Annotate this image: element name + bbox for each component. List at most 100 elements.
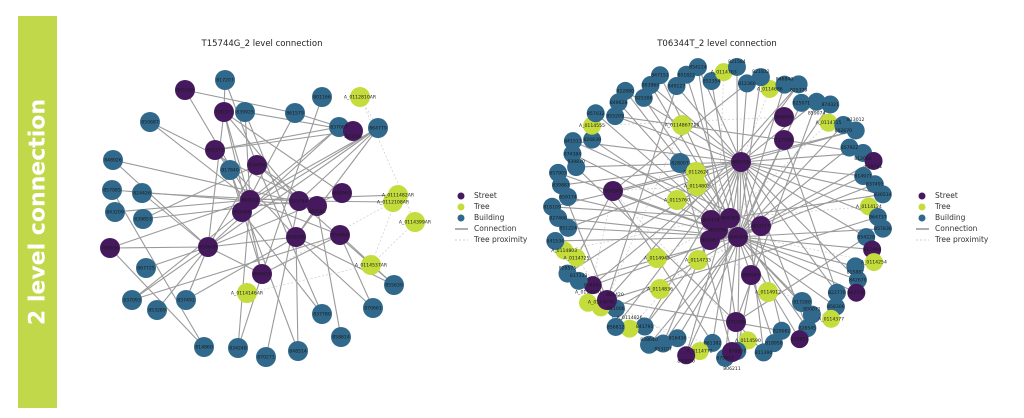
building-node-circle[interactable] [688, 58, 707, 77]
building-node-circle[interactable] [312, 304, 332, 324]
building-node-circle[interactable] [549, 163, 568, 182]
building-node-circle[interactable] [737, 74, 756, 93]
building-node-circle[interactable] [727, 57, 746, 76]
street-node-circle[interactable] [741, 265, 761, 285]
street-node-circle[interactable] [722, 342, 742, 362]
street-node-circle[interactable] [583, 276, 602, 295]
building-node-circle[interactable] [102, 180, 122, 200]
building-node-circle[interactable] [789, 75, 808, 94]
building-node-circle[interactable] [105, 202, 125, 222]
building-node-circle[interactable] [668, 329, 687, 348]
street-node-circle[interactable] [252, 264, 272, 284]
tree-node-circle[interactable] [688, 250, 708, 270]
street-node-circle[interactable] [726, 312, 746, 332]
street-node-circle[interactable] [343, 121, 363, 141]
building-node-circle[interactable] [703, 333, 722, 352]
building-node-circle[interactable] [140, 112, 160, 132]
building-node-circle[interactable] [228, 338, 248, 358]
building-node-circle[interactable] [176, 290, 196, 310]
street-node-circle[interactable] [677, 346, 696, 365]
building-node-circle[interactable] [846, 121, 865, 140]
street-node-circle[interactable] [175, 80, 195, 100]
building-node-circle[interactable] [606, 107, 625, 126]
building-node-circle[interactable] [754, 343, 773, 362]
street-node-circle[interactable] [198, 237, 218, 257]
building-node-circle[interactable] [792, 292, 812, 312]
tree-node-circle[interactable] [620, 319, 639, 338]
building-node-circle[interactable] [363, 298, 383, 318]
tree-node-circle[interactable] [361, 255, 381, 275]
tree-node-circle[interactable] [864, 253, 883, 272]
street-node-circle[interactable] [700, 230, 720, 250]
building-node-circle[interactable] [147, 300, 167, 320]
building-node-circle[interactable] [807, 92, 826, 111]
tree-node-circle[interactable] [758, 282, 778, 302]
tree-node-circle[interactable] [822, 309, 841, 328]
street-node-circle[interactable] [205, 140, 225, 160]
building-node-circle[interactable] [384, 275, 404, 295]
tree-node-circle[interactable] [667, 190, 687, 210]
building-node-circle[interactable] [103, 150, 123, 170]
tree-node-circle[interactable] [647, 248, 667, 268]
street-node-circle[interactable] [286, 227, 306, 247]
street-node-circle[interactable] [330, 225, 350, 245]
building-node-circle[interactable] [635, 317, 654, 336]
building-node-circle[interactable] [583, 130, 602, 149]
building-node-circle[interactable] [751, 68, 770, 87]
building-node-circle[interactable] [792, 93, 811, 112]
tree-node-circle[interactable] [690, 342, 709, 361]
building-node-circle[interactable] [312, 87, 332, 107]
street-node-circle[interactable] [597, 290, 617, 310]
building-node-circle[interactable] [873, 185, 892, 204]
tree-node-circle[interactable] [237, 283, 257, 303]
tree-node-circle[interactable] [383, 192, 403, 212]
building-node-circle[interactable] [132, 183, 152, 203]
building-node-circle[interactable] [256, 347, 276, 367]
street-node-circle[interactable] [864, 151, 883, 170]
building-node-circle[interactable] [215, 70, 235, 90]
building-node-circle[interactable] [775, 75, 794, 94]
tree-node-circle[interactable] [650, 279, 670, 299]
tree-node-circle[interactable] [819, 113, 838, 132]
tree-node-circle[interactable] [672, 115, 692, 135]
street-node-circle[interactable] [603, 181, 623, 201]
building-node-circle[interactable] [840, 138, 859, 157]
tree-node-circle[interactable] [350, 87, 370, 107]
street-node-circle[interactable] [774, 107, 794, 127]
building-node-circle[interactable] [288, 341, 308, 361]
building-node-circle[interactable] [651, 66, 670, 85]
building-node-circle[interactable] [133, 209, 153, 229]
building-node-circle[interactable] [220, 160, 240, 180]
tree-node-circle[interactable] [687, 176, 707, 196]
street-node-circle[interactable] [214, 102, 234, 122]
building-node-circle[interactable] [821, 95, 840, 114]
building-node-circle[interactable] [873, 219, 892, 238]
street-node-circle[interactable] [731, 152, 751, 172]
street-node-circle[interactable] [728, 227, 748, 247]
building-node-circle[interactable] [827, 283, 846, 302]
street-node-circle[interactable] [247, 155, 267, 175]
building-node-circle[interactable] [558, 264, 577, 283]
building-node-circle[interactable] [285, 103, 305, 123]
street-node-circle[interactable] [774, 130, 794, 150]
building-node-circle[interactable] [616, 81, 635, 100]
building-node-circle[interactable] [136, 258, 156, 278]
building-node-circle[interactable] [654, 334, 673, 353]
building-node-circle[interactable] [543, 197, 562, 216]
building-node-circle[interactable] [235, 102, 255, 122]
building-node-circle[interactable] [546, 231, 565, 250]
street-node-circle[interactable] [232, 202, 252, 222]
building-node-circle[interactable] [640, 335, 659, 354]
street-node-circle[interactable] [790, 330, 809, 349]
building-node-circle[interactable] [368, 118, 388, 138]
tree-node-circle[interactable] [578, 293, 597, 312]
tree-node-circle[interactable] [405, 212, 425, 232]
building-node-circle[interactable] [563, 132, 582, 151]
street-node-circle[interactable] [289, 191, 309, 211]
street-node-circle[interactable] [751, 216, 771, 236]
building-node-circle[interactable] [194, 337, 214, 357]
building-node-circle[interactable] [670, 153, 690, 173]
building-node-circle[interactable] [606, 317, 625, 336]
street-node-circle[interactable] [307, 196, 327, 216]
building-node-circle[interactable] [563, 144, 582, 163]
